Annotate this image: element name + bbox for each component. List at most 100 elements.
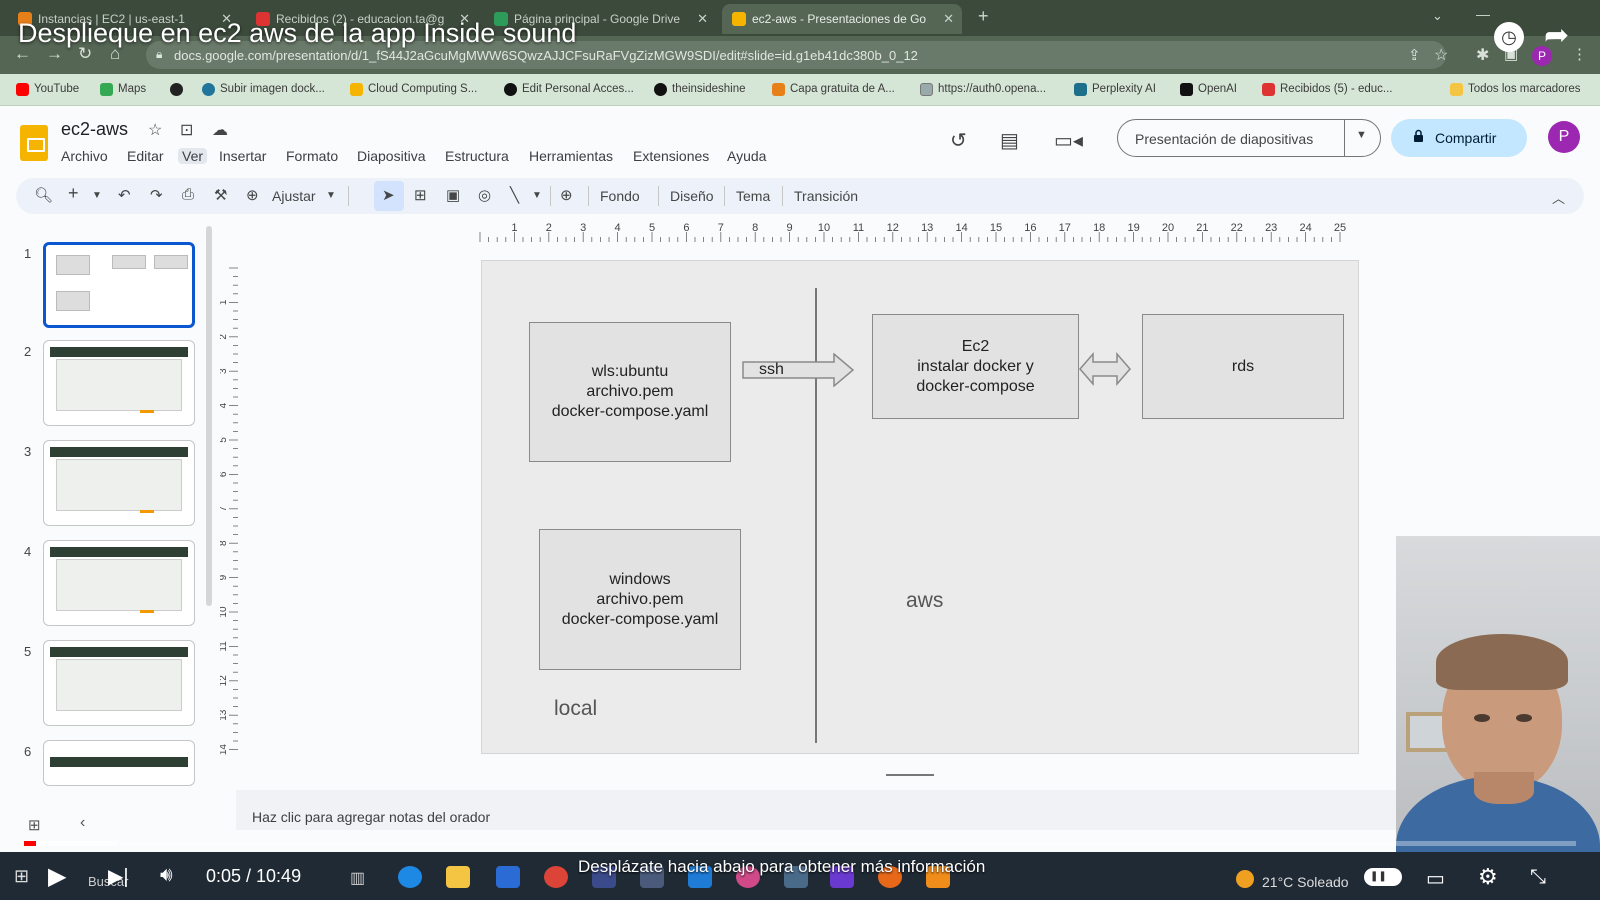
text-box-icon[interactable]: ⊞: [414, 187, 427, 204]
app-icon[interactable]: [592, 866, 616, 888]
box-wsl-ubuntu[interactable]: wls:ubuntu archivo.pem docker-compose.ya…: [529, 322, 731, 462]
subtitles-icon[interactable]: ▭: [1426, 868, 1445, 890]
star-icon[interactable]: ☆: [148, 122, 163, 139]
bookmark-star-icon[interactable]: ☆: [1434, 47, 1449, 64]
theme-button[interactable]: Tema: [736, 188, 771, 204]
slideshow-button[interactable]: Presentación de diapositivas ▼: [1117, 119, 1381, 157]
browser-tab[interactable]: Instancias | EC2 | us-east-1 ✕: [8, 4, 240, 34]
slide-thumbnail-2[interactable]: [43, 340, 195, 426]
vscode-icon[interactable]: [688, 866, 712, 888]
app-icon[interactable]: [784, 866, 808, 888]
edge-icon[interactable]: [398, 866, 422, 888]
menu-ver[interactable]: Ver: [178, 148, 208, 164]
chevron-down-icon[interactable]: ▼: [532, 190, 542, 201]
bookmark-github[interactable]: Edit Personal Acces...: [504, 83, 634, 96]
redo-icon[interactable]: ↷: [150, 187, 163, 204]
close-icon[interactable]: ✕: [459, 11, 470, 26]
bookmark-cloud[interactable]: Cloud Computing S...: [350, 83, 477, 96]
slides-logo-icon[interactable]: [20, 125, 48, 161]
chevron-down-icon[interactable]: ▼: [92, 190, 102, 201]
ssh-arrow-right-icon[interactable]: [742, 353, 854, 387]
exit-fullscreen-icon[interactable]: ⤡: [1530, 866, 1546, 888]
new-tab-icon[interactable]: +: [978, 6, 989, 26]
share-arrow-icon[interactable]: ➦: [1544, 19, 1570, 52]
menu-editar[interactable]: Editar: [127, 148, 164, 164]
autoplay-toggle[interactable]: ❚❚: [1364, 868, 1402, 886]
user-avatar[interactable]: P: [1548, 121, 1580, 153]
bookmark-youtube[interactable]: YouTube: [16, 83, 79, 96]
shape-icon[interactable]: ◎: [478, 187, 492, 204]
reload-icon[interactable]: ↻: [78, 44, 93, 63]
aws-label[interactable]: aws: [906, 589, 944, 612]
slide-canvas[interactable]: wls:ubuntu archivo.pem docker-compose.ya…: [481, 260, 1359, 754]
bidirectional-arrow-icon[interactable]: [1079, 352, 1131, 386]
image-icon[interactable]: ▣: [446, 187, 461, 204]
chevron-down-icon[interactable]: ▼: [1356, 129, 1367, 141]
menu-insertar[interactable]: Insertar: [219, 148, 267, 164]
share-page-icon[interactable]: ⇪: [1408, 47, 1421, 64]
tab-search-icon[interactable]: ⌄: [1432, 8, 1443, 23]
chrome-profile-icon[interactable]: [736, 866, 760, 888]
speaker-notes[interactable]: Haz clic para agregar notas del orador: [236, 790, 1396, 830]
settings-gear-icon[interactable]: ⚙: [1478, 864, 1498, 889]
box-ec2[interactable]: Ec2 instalar docker y docker-compose: [872, 314, 1079, 419]
chevron-left-icon[interactable]: ‹: [80, 814, 86, 831]
back-icon[interactable]: ←: [14, 44, 31, 63]
file-explorer-icon[interactable]: [446, 866, 470, 888]
divider-line[interactable]: [815, 288, 817, 743]
menu-diapositiva[interactable]: Diapositiva: [357, 148, 426, 164]
local-label[interactable]: local: [554, 697, 598, 720]
forward-icon[interactable]: →: [46, 44, 63, 63]
bookmark-auth0[interactable]: https://auth0.opena...: [920, 83, 1046, 96]
menu-estructura[interactable]: Estructura: [445, 148, 509, 164]
bookmark-openai[interactable]: OpenAI: [1180, 83, 1237, 96]
zoom-select[interactable]: Ajustar: [272, 188, 316, 204]
transition-button[interactable]: Transición: [794, 188, 859, 204]
vlc-icon[interactable]: [926, 866, 950, 888]
play-icon[interactable]: ▶: [48, 863, 67, 890]
next-video-icon[interactable]: ▶|: [108, 866, 129, 888]
bookmark-all[interactable]: Todos los marcadores: [1450, 83, 1581, 96]
windows-start-icon[interactable]: ⊞: [14, 866, 30, 886]
bookmark-gmail[interactable]: Recibidos (5) - educ...: [1262, 83, 1393, 96]
bookmark-wordpress[interactable]: Subir imagen dock...: [202, 83, 325, 96]
postman-icon[interactable]: [878, 866, 902, 888]
bookmark-maps[interactable]: Maps: [100, 83, 146, 96]
browser-tab-active[interactable]: ec2-aws - Presentaciones de Go ✕: [722, 4, 962, 34]
bookmark-github[interactable]: theinsideshine: [654, 83, 746, 96]
slide-thumbnail-5[interactable]: [43, 640, 195, 726]
zoom-icon[interactable]: ⊕: [246, 187, 259, 204]
chrome-icon[interactable]: [544, 866, 568, 888]
box-rds[interactable]: rds: [1142, 314, 1344, 419]
share-button[interactable]: Compartir: [1391, 119, 1527, 157]
comments-icon[interactable]: ▤: [1000, 130, 1019, 152]
store-icon[interactable]: [496, 866, 520, 888]
line-icon[interactable]: ╲: [510, 187, 520, 204]
new-slide-icon[interactable]: +: [68, 183, 79, 203]
volume-icon[interactable]: 🔊︎: [160, 864, 173, 886]
select-cursor-icon[interactable]: ➤: [382, 187, 395, 204]
chevron-up-icon[interactable]: ︿: [1552, 191, 1566, 206]
menu-herramientas[interactable]: Herramientas: [529, 148, 614, 164]
menu-archivo[interactable]: Archivo: [61, 148, 108, 164]
minimize-icon[interactable]: —: [1476, 6, 1490, 22]
task-view-icon[interactable]: ▥: [350, 870, 366, 887]
slide-thumbnail-3[interactable]: [43, 440, 195, 526]
slide-thumbnail-4[interactable]: [43, 540, 195, 626]
weather-widget[interactable]: 21°C Soleado: [1262, 874, 1349, 890]
grid-view-icon[interactable]: ⊞: [28, 817, 41, 834]
cloud-saved-icon[interactable]: ☁: [212, 122, 228, 139]
menu-extensiones[interactable]: Extensiones: [633, 148, 710, 164]
print-icon[interactable]: ⎙: [182, 186, 195, 203]
slide-thumbnail-6[interactable]: [43, 740, 195, 786]
box-windows[interactable]: windows archivo.pem docker-compose.yaml: [539, 529, 741, 670]
chevron-down-icon[interactable]: ▼: [326, 190, 336, 201]
search-menus-icon[interactable]: 🔍︎: [34, 187, 54, 204]
version-history-icon[interactable]: ↺: [950, 130, 967, 152]
close-icon[interactable]: ✕: [943, 11, 954, 26]
taskbar-search[interactable]: Buscar: [88, 874, 129, 889]
menu-ayuda[interactable]: Ayuda: [727, 148, 767, 164]
bookmark-perplexity[interactable]: Perplexity AI: [1074, 83, 1156, 96]
paint-format-icon[interactable]: ⚒: [214, 187, 228, 204]
meet-camera-icon[interactable]: ▭◂: [1054, 130, 1083, 152]
